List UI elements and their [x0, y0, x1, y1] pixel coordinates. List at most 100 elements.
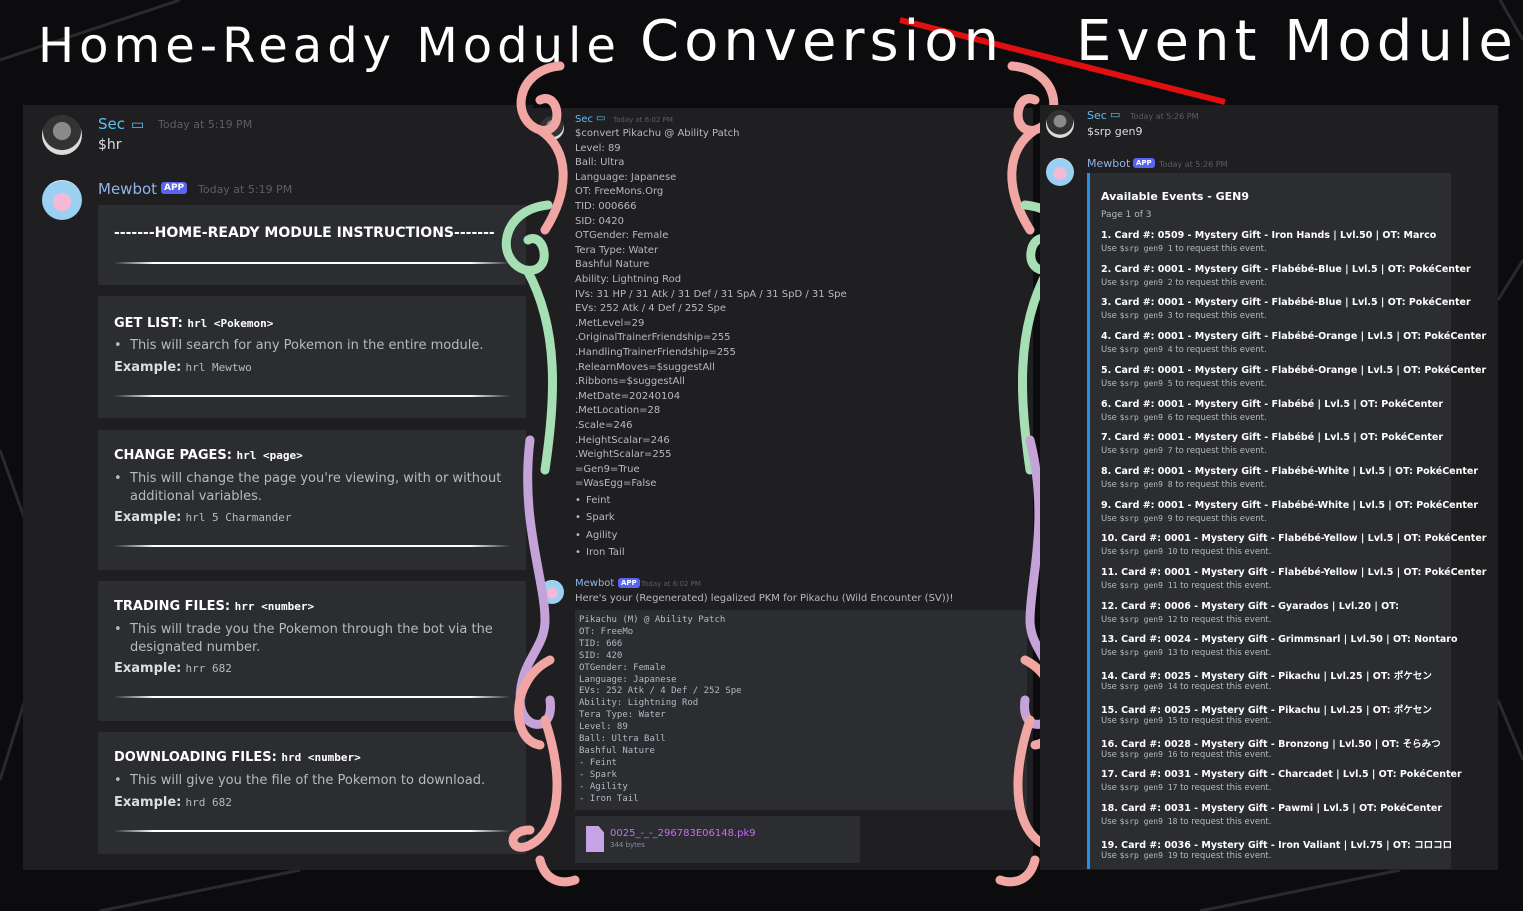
command-line: .HeightScalar=246: [575, 434, 670, 446]
usage-prefix: Use: [1101, 446, 1117, 457]
event-command: $srp gen9 10: [1119, 547, 1178, 557]
heading-conversion: Conversion: [640, 9, 1004, 74]
event-usage: Use $srp gen9 2 to request this event.: [1101, 278, 1267, 288]
event-command: $srp gen9 3: [1119, 311, 1173, 321]
list-item-bullet: •: [575, 495, 581, 506]
list-item: •This will change the page you're viewin…: [114, 471, 502, 504]
usage-suffix: to request this event.: [1180, 850, 1272, 861]
event-title: 16. Card #: 0028 - Mystery Gift - Bronzo…: [1101, 738, 1441, 750]
avatar[interactable]: [1046, 158, 1074, 186]
section-heading: CHANGE PAGES: hrl <page>: [114, 448, 303, 463]
file-attachment[interactable]: 0025_-_-_296783E06148.pk9 344 bytes: [575, 816, 860, 863]
usage-prefix: Use: [1101, 749, 1117, 760]
page-indicator: Page 1 of 3: [1101, 210, 1152, 220]
event-usage: Use $srp gen9 3 to request this event.: [1101, 311, 1267, 321]
avatar[interactable]: [1046, 110, 1074, 138]
code-line: OTGender: Female: [579, 662, 666, 673]
usage-prefix: Use: [1101, 715, 1117, 726]
event-title: 9. Card #: 0001 - Mystery Gift - Flabébé…: [1101, 499, 1479, 511]
example-line: Example: hrd 682: [114, 795, 232, 810]
usage-prefix: Use: [1101, 412, 1117, 423]
code-line: - Agility: [579, 781, 628, 792]
usage-prefix: Use: [1101, 378, 1117, 389]
file-size: 344 bytes: [610, 841, 645, 849]
command-line: OTGender: Female: [575, 230, 669, 242]
usage-suffix: to request this event.: [1175, 345, 1267, 356]
event-usage: Use $srp gen9 12 to request this event.: [1101, 615, 1271, 625]
event-usage: Use $srp gen9 4 to request this event.: [1101, 345, 1267, 355]
usage-suffix: to request this event.: [1175, 378, 1267, 389]
event-title: 1. Card #: 0509 - Mystery Gift - Iron Ha…: [1101, 230, 1437, 241]
events-title: Available Events - GEN9: [1101, 190, 1250, 203]
usage-suffix: to request this event.: [1180, 682, 1272, 693]
timestamp: Today at 5:19 PM: [198, 183, 293, 196]
command-line: .Ribbons=$suggestAll: [575, 376, 685, 388]
code-line: SID: 420: [579, 650, 623, 661]
event-command: $srp gen9 15: [1119, 715, 1178, 725]
event-command: $srp gen9 11: [1119, 581, 1178, 590]
event-title: 4. Card #: 0001 - Mystery Gift - Flabébé…: [1101, 331, 1487, 343]
event-title: 7. Card #: 0001 - Mystery Gift - Flabébé…: [1101, 432, 1444, 444]
command-line: .MetLevel=29: [575, 317, 645, 329]
event-command: $srp gen9 9: [1119, 513, 1173, 523]
command-line: Language: Japanese: [575, 171, 677, 183]
command-line: Ability: Lightning Rod: [575, 274, 682, 285]
section-heading: TRADING FILES: hrr <number>: [114, 599, 315, 614]
divider: [114, 262, 510, 264]
event-title: 6. Card #: 0001 - Mystery Gift - Flabébé…: [1101, 398, 1444, 410]
instructions-title: -------HOME-READY MODULE INSTRUCTIONS---…: [114, 225, 495, 241]
list-item-bullet: •: [575, 512, 581, 524]
file-name-link[interactable]: 0025_-_-_296783E06148.pk9: [610, 828, 756, 839]
code-line: Bashful Nature: [579, 745, 655, 756]
timestamp: Today at 6:02 PM: [613, 116, 673, 124]
usage-prefix: Use: [1101, 682, 1117, 693]
code-line: Language: Japanese: [579, 674, 677, 685]
username-mewbot[interactable]: Mewbot: [1087, 157, 1131, 170]
instruction-embed: DOWNLOADING FILES: hrd <number> •This wi…: [98, 732, 526, 854]
usage-suffix: to request this event.: [1175, 277, 1267, 288]
event-command: $srp gen9 1: [1119, 244, 1173, 253]
divider: [114, 545, 510, 547]
username-sec[interactable]: Sec: [575, 114, 593, 125]
command-line: EVs: 252 Atk / 4 Def / 252 Spe: [575, 303, 727, 315]
command-line: .HandlingTrainerFriendship=255: [575, 347, 736, 358]
username-mewbot[interactable]: Mewbot: [98, 180, 158, 198]
event-usage: Use $srp gen9 7 to request this event.: [1101, 446, 1267, 456]
command-line: =Gen9=True: [575, 463, 640, 475]
event-title: 12. Card #: 0006 - Mystery Gift - Gyarad…: [1101, 600, 1399, 612]
avatar[interactable]: [540, 580, 564, 604]
event-usage: Use $srp gen9 1 to request this event.: [1101, 244, 1267, 254]
usage-prefix: Use: [1101, 816, 1117, 827]
event-usage: Use $srp gen9 17 to request this event.: [1101, 783, 1271, 793]
move-item: Iron Tail: [586, 546, 625, 558]
code-line: Ball: Ultra Ball: [579, 734, 666, 744]
usage-suffix: to request this event.: [1180, 547, 1272, 558]
avatar[interactable]: [42, 115, 82, 155]
username-sec[interactable]: Sec: [98, 115, 125, 133]
timestamp: Today at 5:26 PM: [1130, 112, 1199, 121]
timestamp: Today at 5:26 PM: [1159, 160, 1228, 169]
list-item: •This will search for any Pokemon in the…: [114, 338, 484, 353]
event-command: $srp gen9 18: [1119, 816, 1178, 826]
timestamp: Today at 5:19 PM: [158, 118, 253, 131]
avatar[interactable]: [540, 116, 564, 140]
event-command: $srp gen9 12: [1119, 614, 1178, 624]
example-line: Example: hrl 5 Charmander: [114, 510, 292, 525]
avatar[interactable]: [42, 180, 82, 220]
heading-home-ready: Home-Ready Module: [38, 18, 621, 74]
username-sec[interactable]: Sec: [1087, 109, 1107, 122]
usage-suffix: to request this event.: [1175, 513, 1267, 524]
usage-prefix: Use: [1101, 277, 1117, 288]
command-line: OT: FreeMons.Org: [575, 186, 664, 198]
events-embed: Available Events - GEN9 Page 1 of 3 1. C…: [1087, 173, 1486, 869]
usage-suffix: to request this event.: [1175, 446, 1267, 457]
code-line: - Spark: [579, 769, 617, 780]
usage-suffix: to request this event.: [1175, 311, 1267, 322]
usage-prefix: Use: [1101, 614, 1117, 625]
command-line: =WasEgg=False: [575, 478, 657, 490]
username-mewbot[interactable]: Mewbot: [575, 578, 615, 589]
divider: [114, 395, 510, 397]
timestamp: Today at 6:02 PM: [641, 580, 701, 588]
code-line: Ability: Lightning Rod: [579, 698, 699, 709]
command-line: SID: 0420: [575, 215, 624, 227]
